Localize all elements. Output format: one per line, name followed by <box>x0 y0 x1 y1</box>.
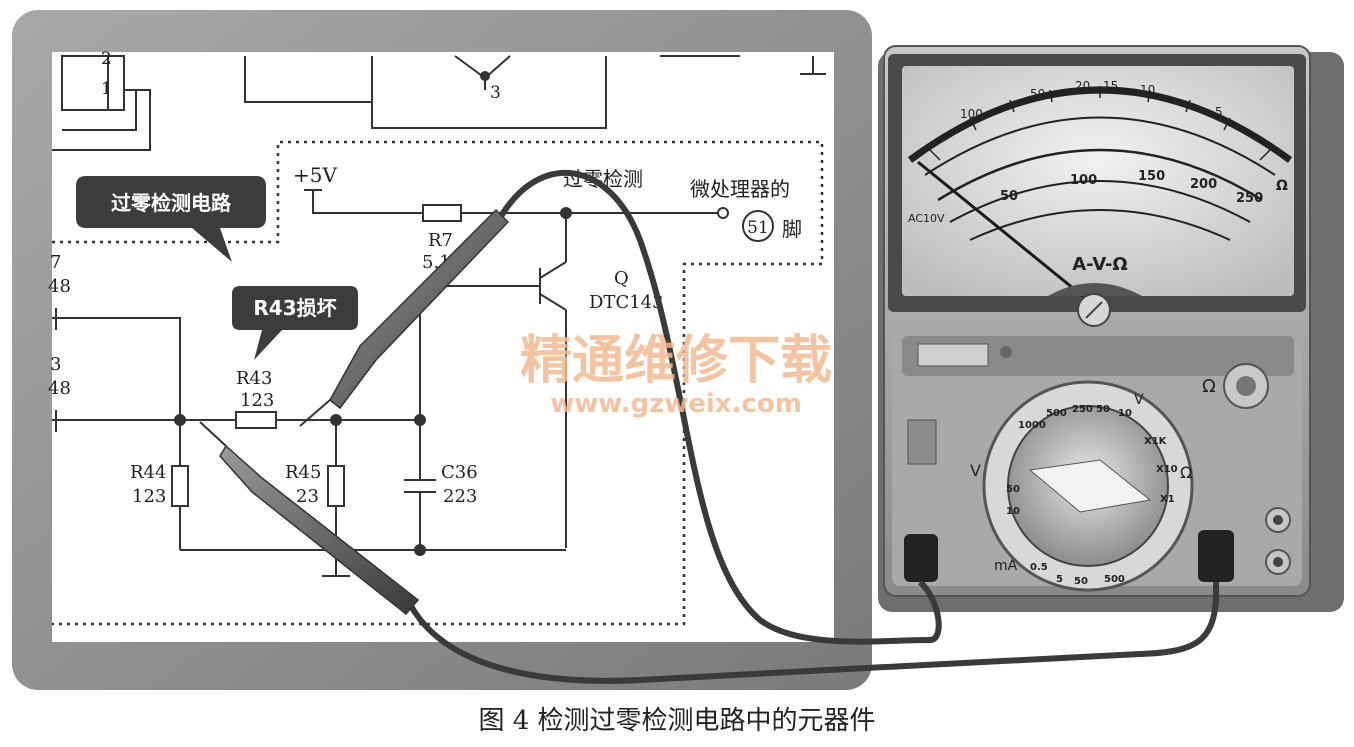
resistor-r44 <box>171 465 189 507</box>
resistor-r7 <box>422 204 462 222</box>
dial-tick-9: 50 <box>1074 576 1088 587</box>
pin-label-1: 1 <box>101 79 112 99</box>
meter-top-strip <box>902 336 1294 376</box>
r44-name: R44 <box>130 462 166 483</box>
dial-tick-12: 50 <box>1006 484 1020 495</box>
meter-side-grille <box>907 419 937 465</box>
dial-v-label: V <box>970 461 981 480</box>
mcu-terminal <box>717 207 729 219</box>
junction-dots <box>174 207 572 556</box>
range-dial-pointer <box>1028 459 1152 513</box>
schematic <box>52 55 826 151</box>
scale-mid-1: 100 <box>1070 173 1097 188</box>
schematic-paper <box>52 52 834 642</box>
dial-tick-8: 500 <box>1104 574 1125 585</box>
q-model: DTC143 <box>589 292 664 313</box>
probe-plug-left[interactable] <box>904 534 938 582</box>
meter-needle <box>917 160 1091 304</box>
probe-plug-right[interactable] <box>1198 530 1234 582</box>
dial-tick-7: X1 <box>1160 494 1175 505</box>
connector-box <box>61 55 125 111</box>
left-label-bottom-1: 3 <box>50 354 61 375</box>
meter-avo-label: A-V-Ω <box>1072 254 1128 275</box>
dial-tick-11: 0.5 <box>1030 562 1048 573</box>
r44-value: 123 <box>132 486 166 507</box>
r45-value: 23 <box>296 486 319 507</box>
dial-tick-6: X10 <box>1156 464 1178 475</box>
test-probe-red <box>329 208 510 410</box>
dial-tick-5: X1K <box>1144 436 1168 447</box>
left-label-bottom-2: 48 <box>48 378 71 399</box>
zero-cross-boundary <box>52 140 824 626</box>
scale-top-5: 5 <box>1215 105 1223 119</box>
dial-v-label-top: V <box>1134 392 1144 408</box>
mcu-pin-circle <box>742 210 774 242</box>
scale-top-2: 20 <box>1075 79 1090 93</box>
dial-tick-2: 250 <box>1072 404 1093 415</box>
left-label-top-2: 48 <box>48 276 71 297</box>
dial-tick-13: 10 <box>1006 506 1020 517</box>
supply-label: +5V <box>293 163 337 187</box>
callout-zero-cross-text: 过零检测电路 <box>111 191 232 215</box>
scale-top-0: 100 <box>960 107 983 121</box>
pin-label-2: 2 <box>101 49 112 69</box>
meter-omega-scale: Ω <box>1276 178 1288 194</box>
needle-pivot-cover <box>1048 283 1142 296</box>
dial-tick-0: 1000 <box>1018 420 1046 431</box>
scale-mid-4: 250 <box>1236 191 1263 206</box>
callout-r43-text: R43损坏 <box>253 296 336 320</box>
callout-zero-cross: 过零检测电路 <box>76 176 266 262</box>
meter-ac-label: AC10V <box>908 212 945 225</box>
r45-name: R45 <box>285 462 321 483</box>
scale-ticks <box>929 86 1271 161</box>
dial-ma-label: mA <box>994 558 1018 574</box>
resistor-r45 <box>327 465 345 507</box>
c36-value: 223 <box>443 486 477 507</box>
test-probe-black <box>219 444 420 616</box>
node-dot <box>480 71 490 81</box>
c36-name: C36 <box>441 462 478 483</box>
scale-mid-0: 50 <box>1000 189 1018 204</box>
callout-r43: R43损坏 <box>232 286 358 360</box>
scale-top-4: 10 <box>1140 83 1155 97</box>
top-box-wire <box>244 56 372 103</box>
r7-name: R7 <box>428 230 453 251</box>
r43-name: R43 <box>236 368 272 389</box>
q-name: Q <box>614 268 629 289</box>
figure-caption: 图 4 检测过零检测电路中的元器件 <box>478 706 876 736</box>
mcu-pin-suffix: 脚 <box>782 217 802 241</box>
dial-tick-3: 50 <box>1096 404 1110 415</box>
test-lead-red-wire <box>497 169 942 645</box>
meter-slot-window <box>917 343 989 367</box>
dial-ohm-label: Ω <box>1180 463 1192 482</box>
scale-top-1: 50 <box>1030 87 1045 101</box>
watermark-url: www.gzweix.com <box>550 389 802 419</box>
resistor-r43 <box>235 411 277 429</box>
left-label-top-1: 7 <box>50 252 61 273</box>
test-lead-black-wire <box>407 581 1220 684</box>
mcu-pin-number: 51 <box>747 218 769 238</box>
dial-tick-1: 500 <box>1046 408 1067 419</box>
mcu-label: 微处理器的 <box>690 177 790 201</box>
ohm-knob-label: Ω <box>1202 376 1216 397</box>
watermark-title: 精通维修下载 <box>520 331 832 391</box>
dial-tick-10: 5 <box>1056 574 1063 585</box>
dial-tick-4: 10 <box>1118 408 1132 419</box>
r43-value: 123 <box>240 390 274 411</box>
scale-top-3: 15 <box>1103 79 1118 93</box>
scale-mid-3: 200 <box>1190 177 1217 192</box>
multimeter: 100 50 20 15 10 5 50 100 150 200 250 Ω A… <box>878 45 1344 612</box>
scale-mid-2: 150 <box>1138 169 1165 184</box>
pin-label-3: 3 <box>490 83 501 103</box>
